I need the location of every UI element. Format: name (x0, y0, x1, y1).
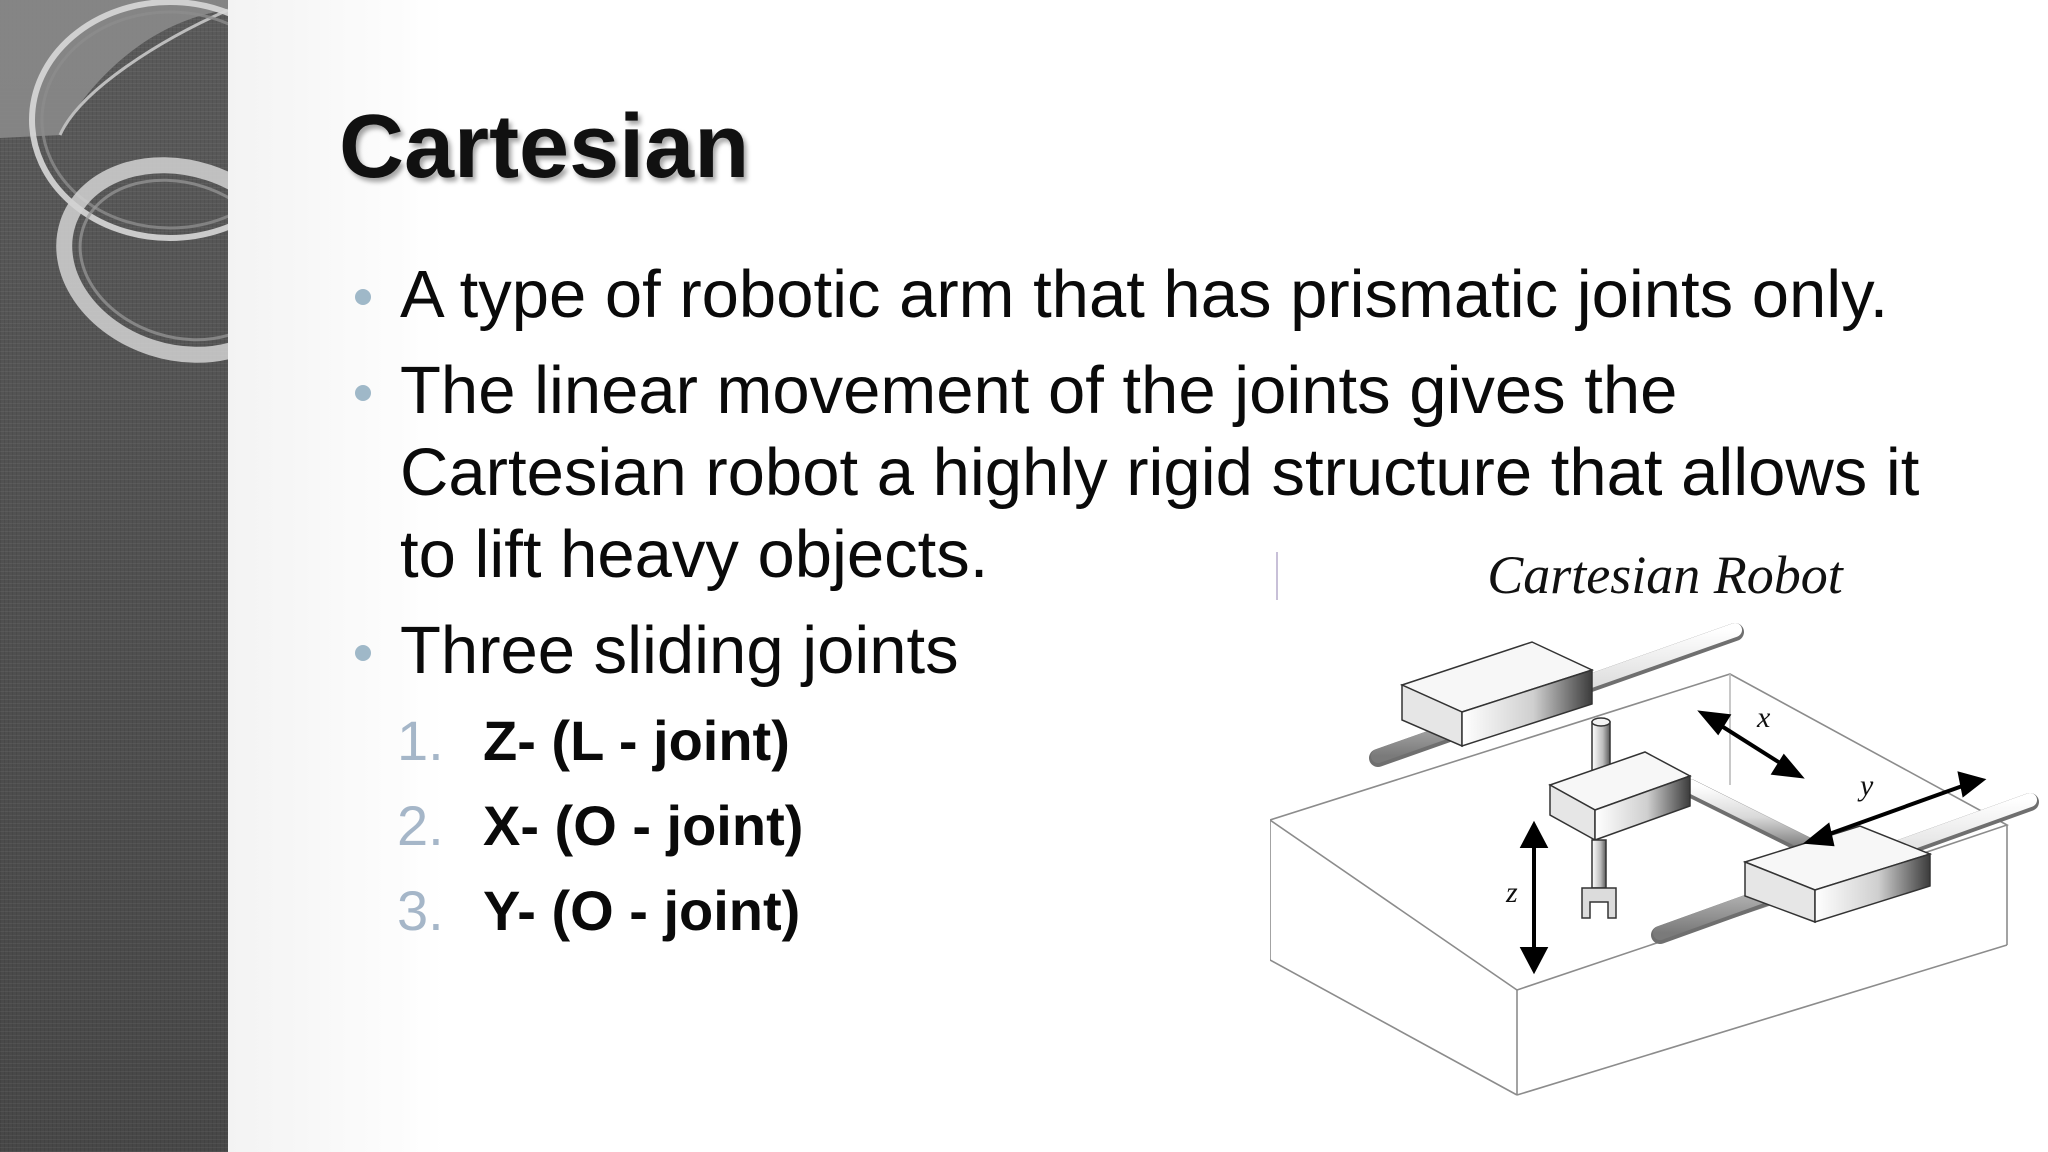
decorative-sidebar (0, 0, 228, 1152)
joint-item: 1. Z- (L - joint) (397, 698, 803, 783)
slide-title: Cartesian (339, 97, 750, 197)
cartesian-robot-figure: Cartesian Robot (1270, 540, 2040, 1100)
cartesian-robot-diagram: x y z (1270, 552, 2039, 1096)
sidebar-rings-decoration (0, 0, 228, 363)
bullet-text: A type of robotic arm that has prismatic… (400, 257, 1889, 332)
joint-list: 1. Z- (L - joint) 2. X- (O - joint) 3. Y… (397, 698, 803, 953)
bullet-list: A type of robotic arm that has prismatic… (340, 254, 2030, 706)
bullet-item: A type of robotic arm that has prismatic… (340, 254, 2030, 336)
x-axis-label: x (1756, 701, 1771, 734)
x-axis-carriage (1369, 623, 1744, 767)
joint-label: Z- (L - joint) (483, 709, 790, 772)
bullet-dot-icon (355, 385, 371, 401)
joint-label: X- (O - joint) (483, 794, 804, 857)
bullet-text: The linear movement of the joints gives … (400, 353, 1920, 592)
bullet-item: Three sliding joints (340, 610, 2030, 692)
z-axis-label: z (1505, 876, 1518, 909)
gripper (1581, 839, 1617, 919)
bullet-dot-icon (355, 645, 371, 661)
bullet-item: The linear movement of the joints gives … (340, 350, 1960, 596)
y-axis-rod (1681, 779, 1824, 859)
joint-number: 3. (397, 879, 444, 942)
joint-item: 2. X- (O - joint) (397, 783, 803, 868)
bullet-text: Three sliding joints (400, 613, 959, 688)
y-axis-carriage (1651, 793, 2039, 944)
y-axis-label: y (1857, 769, 1874, 802)
joint-label: Y- (O - joint) (483, 879, 801, 942)
bullet-dot-icon (355, 289, 371, 305)
base-box-wireframe (1270, 673, 2009, 1096)
slide-content-area (228, 0, 2048, 1152)
joint-number: 1. (397, 709, 444, 772)
middle-carriage (1548, 751, 1692, 842)
motion-arrows (1519, 710, 1987, 975)
joint-number: 2. (397, 794, 444, 857)
figure-caption: Cartesian Robot (1487, 545, 1843, 605)
joint-item: 3. Y- (O - joint) (397, 868, 803, 953)
